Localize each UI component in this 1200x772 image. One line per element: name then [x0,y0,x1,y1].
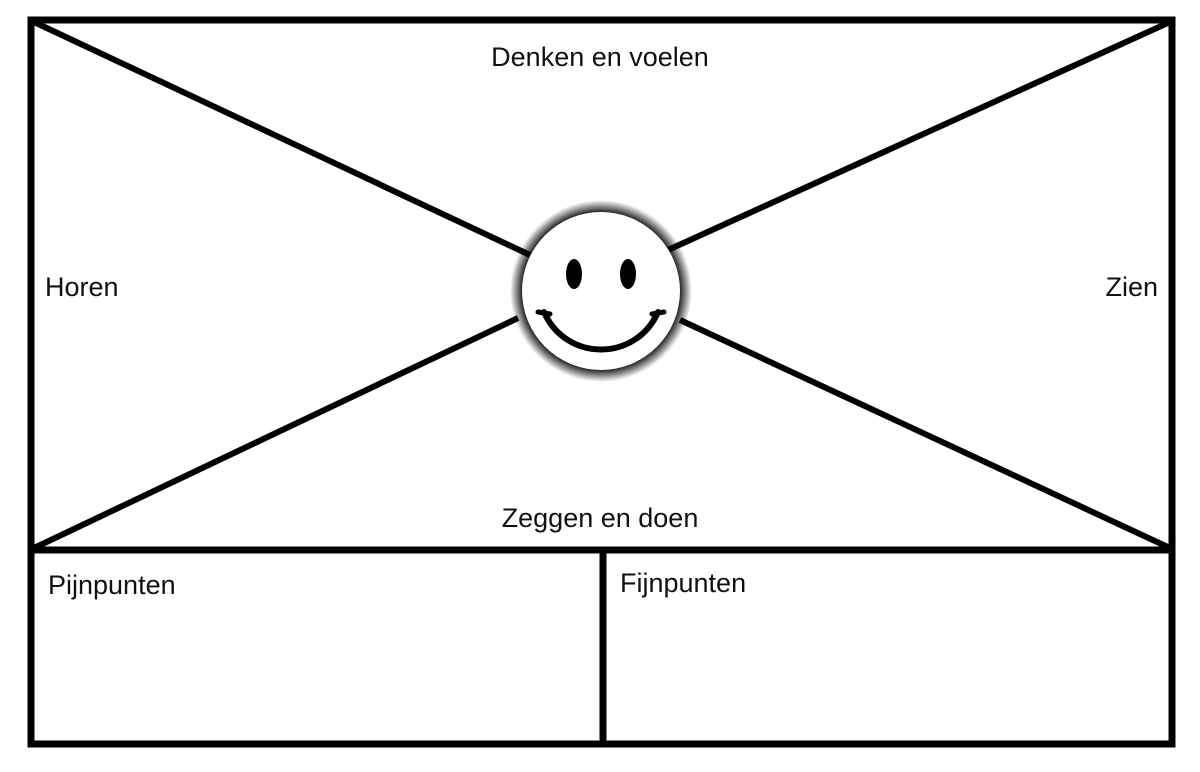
right-eye [620,259,636,289]
diagonal-bottom-right [678,317,1172,551]
diagonal-bottom-left [32,315,520,551]
diagonal-top-right [666,19,1172,253]
quadrant-label-hear: Horen [45,272,119,302]
quadrant-label-see: Zien [1105,272,1158,302]
panel-label-gain-points: Fijnpunten [620,568,747,598]
diagonal-top-left [32,19,532,258]
left-eye [566,259,582,289]
panel-label-pain-points: Pijnpunten [48,570,176,600]
smiley-face-icon [510,200,692,382]
quadrant-label-think-feel: Denken en voelen [491,42,709,72]
smile [541,309,661,353]
quadrant-label-say-do: Zeggen en doen [501,503,699,533]
